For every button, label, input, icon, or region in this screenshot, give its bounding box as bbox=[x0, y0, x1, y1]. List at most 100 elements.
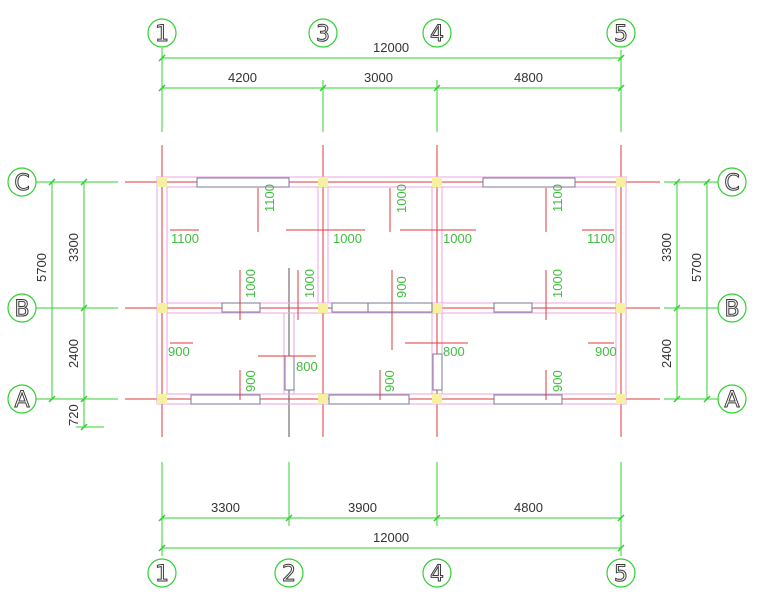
annotation: 900 bbox=[595, 344, 617, 359]
dim-left-total-text: 5700 bbox=[34, 253, 49, 282]
tick bbox=[158, 514, 166, 522]
dim-bot-seg-text: 4800 bbox=[514, 500, 543, 515]
annotation: 1100 bbox=[262, 184, 277, 212]
dim-bot-seg-text: 3900 bbox=[348, 500, 377, 515]
tick bbox=[673, 178, 681, 186]
dim-left-seg-text: 3300 bbox=[66, 233, 81, 262]
annotation: 1000 bbox=[394, 184, 409, 213]
dim-right-seg-text: 2400 bbox=[659, 339, 674, 368]
annotation: 900 bbox=[168, 344, 190, 359]
annotation: 900 bbox=[394, 276, 409, 298]
annotation: 1000 bbox=[302, 269, 317, 298]
window-bot-2 bbox=[328, 394, 410, 405]
window-mid-4 bbox=[493, 302, 533, 313]
axis-label: 3 bbox=[316, 22, 330, 47]
column bbox=[157, 177, 167, 187]
tick bbox=[285, 514, 293, 522]
tick bbox=[703, 178, 711, 186]
window-mid-1 bbox=[221, 302, 261, 313]
axis-label: A bbox=[724, 388, 739, 413]
tick bbox=[617, 84, 625, 92]
column bbox=[318, 303, 328, 313]
walls bbox=[156, 176, 627, 405]
column bbox=[318, 177, 328, 187]
dim-top-seg-text: 3000 bbox=[364, 70, 393, 85]
bubble-circle bbox=[717, 293, 747, 323]
bubble-circle bbox=[308, 18, 338, 48]
bubble-circle bbox=[7, 293, 37, 323]
bubble-circle bbox=[717, 384, 747, 414]
dimension-ticks bbox=[48, 54, 711, 552]
axis-label: 4 bbox=[430, 22, 444, 47]
window-bot-3 bbox=[493, 394, 563, 405]
axis-label: A bbox=[14, 388, 29, 413]
tick bbox=[80, 423, 88, 431]
window-top-right bbox=[482, 177, 576, 188]
bubble-circle bbox=[274, 558, 304, 588]
tick bbox=[48, 178, 56, 186]
window-mid-3 bbox=[367, 302, 433, 313]
tick bbox=[433, 84, 441, 92]
bubble-circle bbox=[147, 558, 177, 588]
axis-label: C bbox=[724, 171, 739, 196]
bubble-circle bbox=[717, 167, 747, 197]
axis-label: C bbox=[14, 171, 29, 196]
column bbox=[157, 303, 167, 313]
axis-label: 1 bbox=[155, 562, 169, 587]
tick bbox=[617, 54, 625, 62]
dim-bot-seg-text: 3300 bbox=[211, 500, 240, 515]
column bbox=[318, 394, 328, 404]
column bbox=[616, 177, 626, 187]
annotation: 1000 bbox=[443, 231, 472, 246]
column bbox=[432, 177, 442, 187]
door-4 bbox=[432, 353, 443, 391]
dim-left-seg-text: 2400 bbox=[66, 339, 81, 368]
axis-bubble-left: C B A bbox=[7, 167, 37, 414]
annotation: 1000 bbox=[550, 269, 565, 298]
tick bbox=[80, 178, 88, 186]
axis-bubble-bottom: 1 2 4 5 bbox=[147, 558, 636, 588]
columns bbox=[157, 177, 626, 404]
tick bbox=[48, 395, 56, 403]
annotation-texts: 1100 1100 1000 1000 1000 1000 1100 1100 … bbox=[168, 184, 617, 392]
tick bbox=[80, 395, 88, 403]
tick bbox=[80, 304, 88, 312]
column bbox=[432, 303, 442, 313]
bubble-circle bbox=[606, 18, 636, 48]
bubble-circle bbox=[7, 167, 37, 197]
grid-bubbles: 1 3 4 5 1 2 4 5 C B A C bbox=[7, 18, 747, 588]
tag-leaders bbox=[170, 188, 614, 400]
tick bbox=[617, 544, 625, 552]
annotation: 900 bbox=[243, 370, 258, 392]
tick bbox=[673, 395, 681, 403]
dim-bot-total-text: 12000 bbox=[373, 530, 409, 545]
axis-label: 4 bbox=[430, 562, 444, 587]
annotation: 1100 bbox=[171, 231, 199, 246]
dim-top-seg-text: 4200 bbox=[228, 70, 257, 85]
window-bot-1 bbox=[190, 394, 261, 405]
dim-left-extra-text: 720 bbox=[66, 404, 81, 426]
annotation: 1000 bbox=[333, 231, 362, 246]
axis-bubble-top: 1 3 4 5 bbox=[147, 18, 636, 48]
bubble-circle bbox=[422, 558, 452, 588]
axis-label: 5 bbox=[614, 22, 628, 47]
bubble-circle bbox=[606, 558, 636, 588]
dim-right-total-text: 5700 bbox=[689, 253, 704, 282]
tick bbox=[319, 84, 327, 92]
dim-right-seg-text: 3300 bbox=[659, 233, 674, 262]
bubble-circle bbox=[7, 384, 37, 414]
tick bbox=[673, 304, 681, 312]
column bbox=[616, 303, 626, 313]
bubble-circle bbox=[422, 18, 452, 48]
tick bbox=[433, 514, 441, 522]
tick bbox=[617, 514, 625, 522]
annotation: 1100 bbox=[587, 231, 615, 246]
annotation: 1100 bbox=[550, 184, 565, 212]
dimension-texts: 12000 4200 3000 4800 3300 3900 4800 1200… bbox=[34, 40, 704, 545]
tick bbox=[158, 84, 166, 92]
dimension-lines bbox=[36, 48, 718, 556]
door-2 bbox=[284, 355, 295, 391]
tick bbox=[703, 395, 711, 403]
annotation: 1000 bbox=[243, 269, 258, 298]
